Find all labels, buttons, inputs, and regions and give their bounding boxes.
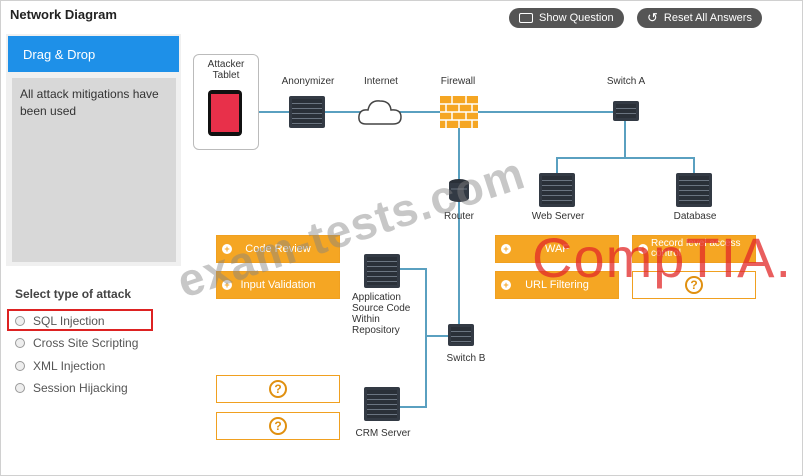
anonymizer-server-icon [289, 96, 325, 128]
slot-code-review[interactable]: + Code Review [216, 235, 340, 263]
slot-label: Code Review [245, 243, 311, 255]
link-webserver [556, 157, 558, 175]
show-question-label: Show Question [539, 12, 614, 24]
drag-drop-area[interactable]: All attack mitigations have been used [12, 78, 176, 262]
link-firewall-router [458, 127, 460, 187]
page-title: Network Diagram [10, 7, 117, 22]
cloud-icon [358, 100, 402, 125]
reset-icon: ↺ [647, 10, 658, 25]
option-label: XML Injection [33, 359, 106, 373]
selected-option-highlight [7, 309, 153, 331]
radio-icon[interactable] [15, 316, 25, 326]
link-switchb [425, 335, 459, 337]
plus-icon: + [222, 280, 232, 290]
radio-icon[interactable] [15, 338, 25, 348]
option-label: Cross Site Scripting [33, 336, 139, 350]
tablet-icon [208, 90, 242, 136]
firewall-label: Firewall [440, 76, 476, 87]
slot-url-filtering[interactable]: + URL Filtering [495, 271, 619, 299]
drag-drop-header: Drag & Drop [8, 36, 179, 72]
slot-empty-crm-1[interactable]: ? [216, 375, 340, 403]
slot-record-level-access[interactable]: +Record level access control [632, 235, 756, 263]
slot-label: Record level access control [651, 238, 741, 259]
slot-waf[interactable]: + WAF [495, 235, 619, 263]
link-switcha-down [624, 120, 626, 158]
option-xml-injection[interactable]: XML Injection [15, 359, 105, 373]
drag-drop-message: All attack mitigations have been used [20, 87, 159, 118]
plus-icon: + [501, 244, 511, 254]
link-crm [398, 406, 426, 408]
link-database [693, 157, 695, 175]
option-sql-injection[interactable]: SQL Injection [15, 314, 105, 328]
plus-icon: + [222, 244, 232, 254]
reset-all-label: Reset All Answers [663, 12, 752, 24]
attack-type-title: Select type of attack [15, 287, 132, 301]
slot-label: URL Filtering [525, 279, 589, 291]
slot-label: Input Validation [240, 279, 316, 291]
plus-icon: + [638, 244, 648, 254]
slot-label: WAF [544, 243, 570, 255]
plus-icon: + [501, 280, 511, 290]
web-server-label: Web Server [531, 211, 585, 222]
switch-a-icon [613, 101, 639, 121]
internet-label: Internet [364, 76, 398, 87]
switch-b-icon [448, 324, 474, 346]
firewall-icon [440, 96, 478, 128]
slot-empty-right[interactable]: ? [632, 271, 756, 299]
link-switchb-vertical [425, 268, 427, 408]
radio-icon[interactable] [15, 361, 25, 371]
show-question-button[interactable]: Show Question [509, 8, 624, 28]
crm-server-icon [364, 387, 400, 421]
radio-icon[interactable] [15, 383, 25, 393]
database-icon [676, 173, 712, 207]
question-mark-icon: ? [269, 417, 287, 435]
link-switcha-branch [556, 157, 694, 159]
option-label: SQL Injection [33, 314, 105, 328]
router-label: Router [443, 211, 474, 222]
crm-server-label: CRM Server [355, 428, 411, 439]
database-label: Database [673, 211, 717, 222]
app-source-server-icon [364, 254, 400, 288]
web-server-icon [539, 173, 575, 207]
reset-all-answers-button[interactable]: ↺ Reset All Answers [637, 8, 762, 28]
switch-a-label: Switch A [606, 76, 646, 87]
anonymizer-label: Anonymizer [281, 76, 335, 87]
question-icon [519, 13, 533, 23]
link-app-source [398, 268, 426, 270]
switch-b-label: Switch B [446, 353, 486, 364]
question-mark-icon: ? [269, 380, 287, 398]
option-label: Session Hijacking [33, 381, 128, 395]
slot-empty-crm-2[interactable]: ? [216, 412, 340, 440]
attacker-tablet-label: Attacker Tablet [207, 59, 245, 81]
slot-input-validation[interactable]: + Input Validation [216, 271, 340, 299]
router-icon [449, 179, 469, 202]
option-cross-site-scripting[interactable]: Cross Site Scripting [15, 336, 138, 350]
option-session-hijacking[interactable]: Session Hijacking [15, 381, 128, 395]
app-source-label: Application Source Code Within Repositor… [352, 292, 411, 336]
comptia-watermark: CompTIA. [532, 226, 793, 289]
question-mark-icon: ? [685, 276, 703, 294]
link-router-switchb [458, 200, 460, 334]
